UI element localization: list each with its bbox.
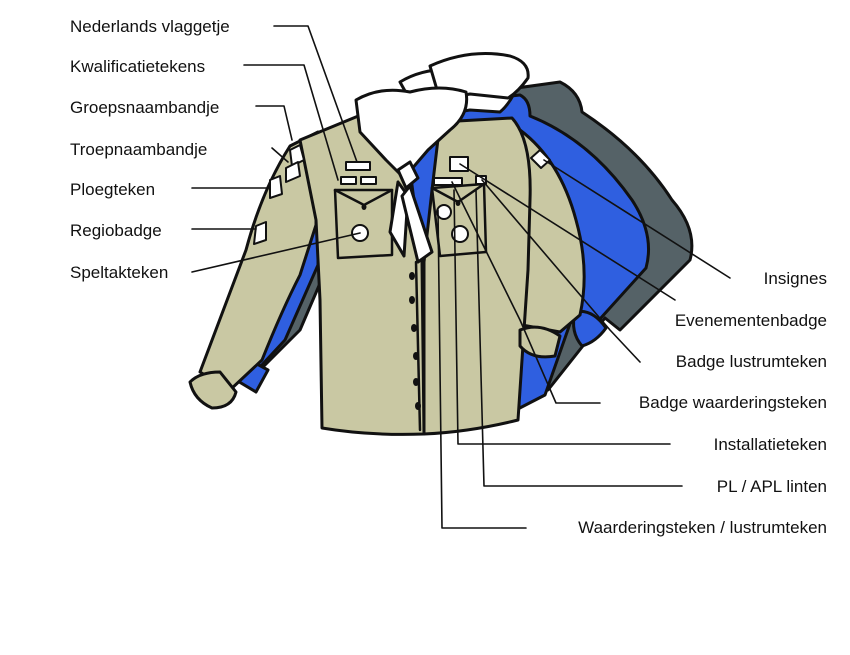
line-nederlands-vlaggetje <box>273 25 358 163</box>
line-insignes <box>543 159 731 279</box>
line-groepsnaambandje <box>255 105 293 141</box>
label-troepnaambandje: Troepnaambandje <box>70 140 207 159</box>
line-waarderingsteken-lustrumteken <box>437 209 527 529</box>
label-waarderingsteken-lustrumteken: Waarderingsteken / lustrumteken <box>578 518 827 537</box>
line-installatieteken <box>453 189 671 445</box>
label-nederlands-vlaggetje: Nederlands vlaggetje <box>70 17 230 36</box>
label-kwalificatietekens: Kwalificatietekens <box>70 57 205 76</box>
label-badge-waarderingsteken: Badge waarderingsteken <box>639 393 827 412</box>
scarf <box>354 86 469 264</box>
line-badge-lustrumteken <box>481 179 641 363</box>
line-evenementenbadge <box>459 163 676 301</box>
label-insignes: Insignes <box>764 269 827 288</box>
label-speltakteken: Speltakteken <box>70 263 168 282</box>
label-regiobadge: Regiobadge <box>70 221 162 240</box>
line-badge-waarderingsteken <box>451 181 601 404</box>
line-speltakteken <box>191 232 361 273</box>
line-pl-apl-linten <box>475 189 683 487</box>
label-evenementenbadge: Evenementenbadge <box>675 311 827 330</box>
badges <box>253 144 551 245</box>
label-installatieteken: Installatieteken <box>714 435 827 454</box>
label-badge-lustrumteken: Badge lustrumteken <box>676 352 827 371</box>
label-groepsnaambandje: Groepsnaambandje <box>70 98 219 117</box>
line-kwalificatietekens <box>243 64 339 181</box>
front-buttons <box>361 200 461 410</box>
leader-lines <box>191 25 731 529</box>
line-troepnaambandje <box>271 147 289 163</box>
label-pl-apl-linten: PL / APL linten <box>717 477 827 496</box>
label-ploegteken: Ploegteken <box>70 180 155 199</box>
labels: Nederlands vlaggetje Kwalificatietekens … <box>70 17 827 537</box>
